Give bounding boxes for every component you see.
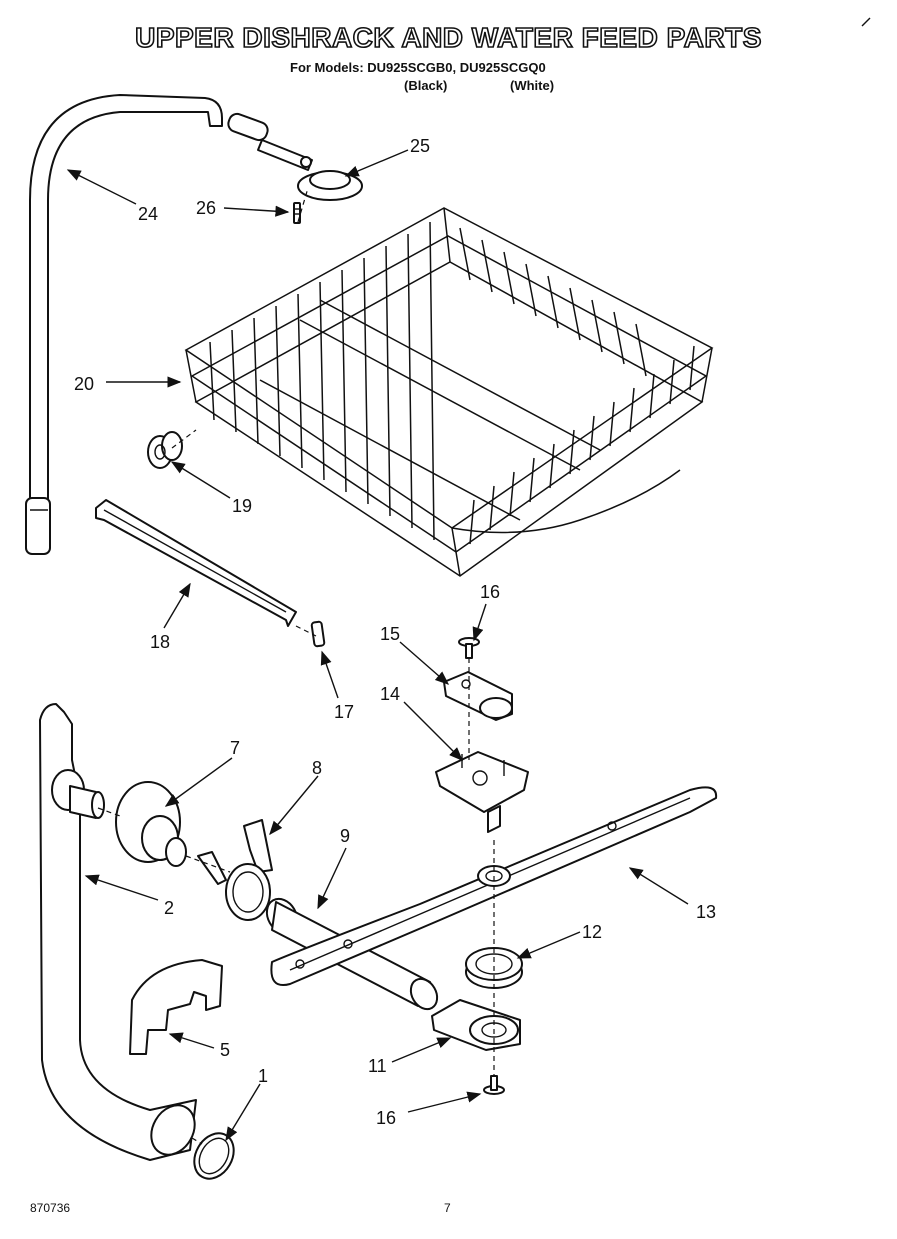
part-20-upper-dishrack (184, 207, 714, 577)
callout-11: 11 (368, 1056, 387, 1076)
part-26-screw (293, 202, 301, 224)
callout-16-upper: 16 (480, 582, 500, 602)
page-title: UPPER DISHRACK AND WATER FEED PARTS (134, 21, 762, 54)
part-5-clip (129, 959, 223, 1055)
variant-black-label: (Black) (404, 78, 448, 93)
part-11-spray-arm-hub (431, 999, 521, 1051)
part-15-bracket (443, 671, 513, 721)
callout-19: 19 (232, 496, 252, 516)
callout-26: 26 (196, 198, 216, 218)
callout-12: 12 (582, 922, 602, 942)
callout-20: 20 (74, 374, 94, 394)
callout-15: 15 (380, 624, 400, 644)
callout-7: 7 (230, 738, 240, 758)
callout-18: 18 (150, 632, 170, 652)
callout-24: 24 (138, 204, 158, 224)
part-17-rail-stop (310, 620, 326, 648)
part-16-screw-upper (458, 637, 480, 659)
callout-2: 2 (164, 898, 174, 918)
callout-16-lower: 16 (376, 1108, 396, 1128)
part-1-o-ring (193, 1132, 235, 1180)
part-24-feed-tube (25, 94, 223, 555)
models-line: For Models: DU925SCGB0, DU925SCGQ0 (290, 60, 546, 75)
part-16-screw-lower (483, 1075, 505, 1095)
callout-8: 8 (312, 758, 322, 778)
page-number: 7 (444, 1201, 451, 1215)
part-18-rail (95, 499, 297, 627)
leader-arrows (66, 149, 689, 1142)
callout-14: 14 (380, 684, 400, 704)
part-8-clamp (197, 819, 273, 921)
callout-9: 9 (340, 826, 350, 846)
corner-mark (861, 17, 871, 27)
assembly-guide-lines (97, 187, 495, 1145)
callout-1: 1 (258, 1066, 268, 1086)
callout-17: 17 (334, 702, 354, 722)
part-7-check-valve (115, 781, 187, 867)
variant-white-label: (White) (510, 78, 555, 93)
callout-25: 25 (410, 136, 430, 156)
callout-5: 5 (220, 1040, 230, 1060)
doc-number: 870736 (30, 1201, 71, 1215)
part-14-mounting-plate (435, 751, 529, 833)
part-2-water-conduit (39, 703, 197, 1161)
callout-13: 13 (696, 902, 716, 922)
part-19-rack-roller (147, 431, 183, 469)
callout-labels: 24 25 26 20 19 18 17 16 15 14 7 8 9 13 1… (74, 136, 716, 1128)
part-25-top-spray-nozzle (227, 112, 363, 201)
